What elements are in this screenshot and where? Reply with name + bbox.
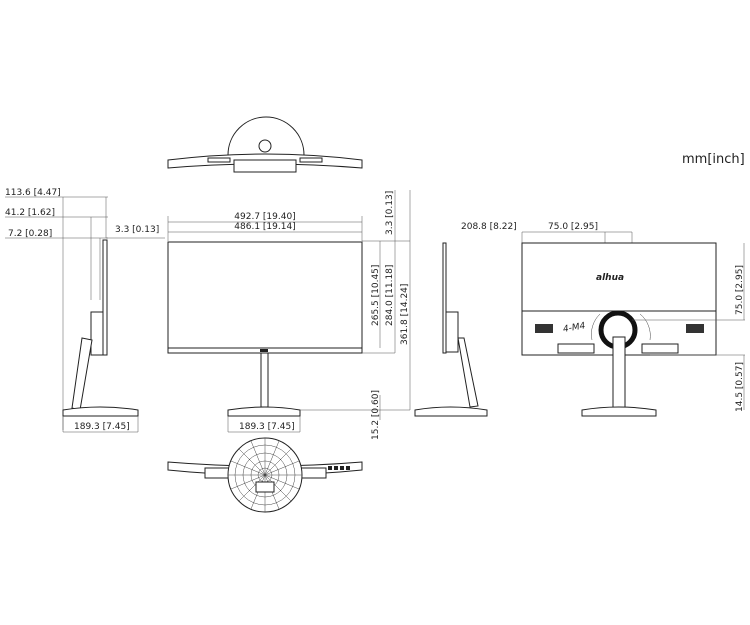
rear-view: 208.8 [8.22] 75.0 [2.95] alhua 4-M4 75.0…: [461, 222, 745, 417]
side-view-right: [414, 242, 488, 417]
top-view-rear-housing: [233, 159, 297, 173]
dim-top-bezel: 3.3 [0.13]: [385, 191, 395, 235]
side-rear-housing: [90, 311, 104, 356]
dim-screen-height: 265.5 [10.45]: [371, 265, 381, 326]
screw-arc-right: [639, 313, 651, 341]
dim-depth-panel: 7.2 [0.28]: [8, 229, 52, 239]
dim-depth-stand: 41.2 [1.62]: [5, 208, 55, 218]
screw-label: 4-M4: [562, 321, 586, 335]
side-panel: [102, 239, 108, 356]
dim-vesa-offset: 208.8 [8.22]: [461, 222, 517, 232]
brand-logo: alhua: [596, 273, 624, 283]
dim-depth-total: 113.6 [4.47]: [5, 188, 61, 198]
dim-vesa-horizontal: 75.0 [2.95]: [548, 222, 598, 232]
vent-right: [686, 324, 704, 333]
top-view-stand-arc: [227, 116, 305, 156]
rear-base: [581, 406, 657, 417]
dim-vesa-vertical: 75.0 [2.95]: [735, 265, 745, 315]
bottom-view-ports: [328, 466, 350, 470]
rear-stand-neck: [612, 336, 626, 410]
rear-bottom-bar-left: [557, 343, 595, 354]
dim-side-base-width: 189.3 [7.45]: [74, 422, 130, 432]
dim-base-thickness: 15.2 [0.60]: [371, 390, 381, 440]
rear-panel: [521, 242, 717, 356]
top-view-vent-left: [207, 157, 231, 163]
bottom-view-ribs: [228, 438, 302, 512]
dim-total-height: 361.8 [14.24]: [400, 284, 410, 345]
dim-bottom-offset: 14.5 [0.57]: [735, 362, 745, 412]
dim-width-outer: 492.7 [19.40]: [234, 212, 295, 222]
dim-width-screen: 486.1 [19.14]: [234, 222, 295, 232]
bottom-view: [167, 437, 363, 513]
side-view-left: 113.6 [4.47] 41.2 [1.62] 7.2 [0.28] 3.3 …: [5, 188, 165, 433]
dim-bezel-offset: 3.3 [0.13]: [115, 225, 159, 235]
dim-front-base-width: 189.3 [7.45]: [239, 422, 295, 432]
front-panel: [167, 241, 363, 354]
dim-panel-height: 284.0 [11.18]: [385, 265, 395, 326]
vent-left: [535, 324, 553, 333]
bottom-view-label-plate: [255, 481, 275, 493]
top-view-vent-right: [299, 157, 323, 163]
front-base: [227, 406, 301, 417]
front-logo: [260, 349, 268, 352]
top-view-hinge: [258, 139, 272, 153]
units-label: mm[inch]: [682, 152, 745, 167]
side2-stand-arm: [457, 337, 479, 408]
side2-base: [414, 406, 488, 417]
side-stand-arm: [71, 337, 93, 411]
rear-bottom-bar-right: [641, 343, 679, 354]
front-view: 492.7 [19.40] 486.1 [19.14] 189.3 [7.45]…: [167, 190, 411, 440]
side2-rear-housing: [445, 311, 459, 353]
top-view: [167, 116, 363, 173]
side2-panel: [442, 242, 447, 354]
screw-arc-left: [591, 313, 601, 341]
side-base: [62, 406, 139, 417]
front-stand-neck: [260, 352, 269, 408]
